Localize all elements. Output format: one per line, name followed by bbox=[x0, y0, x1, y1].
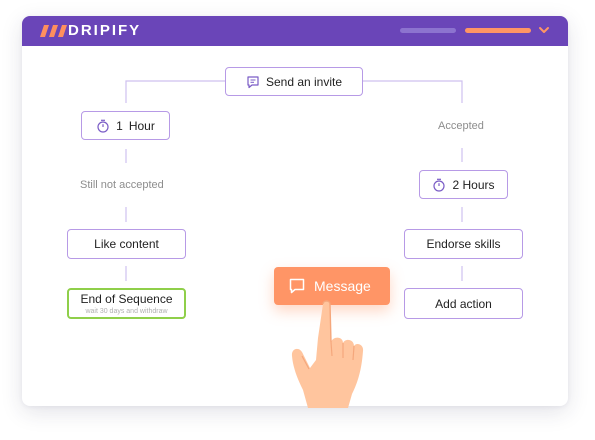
condition-label-not-accepted: Still not accepted bbox=[80, 179, 164, 191]
stopwatch-icon bbox=[97, 119, 109, 133]
header-placeholder-bar bbox=[400, 28, 456, 33]
top-bar: DRIPIFY bbox=[22, 16, 568, 46]
delay-value: 1 bbox=[116, 118, 123, 133]
endorse-skills-node[interactable]: Endorse skills bbox=[404, 229, 523, 259]
condition-label-accepted: Accepted bbox=[438, 120, 484, 132]
end-of-sequence-label: End of Sequence bbox=[80, 292, 173, 306]
delay-node-1-hour[interactable]: 1 Hour bbox=[81, 111, 170, 140]
header-progress-bar[interactable] bbox=[465, 28, 531, 33]
stopwatch-icon bbox=[433, 178, 446, 192]
pointing-hand-icon bbox=[291, 300, 364, 408]
end-of-sequence-node[interactable]: End of Sequence wait 30 days and withdra… bbox=[67, 288, 186, 319]
message-button-label: Message bbox=[314, 278, 371, 294]
message-icon bbox=[247, 75, 259, 88]
end-of-sequence-note: wait 30 days and withdraw bbox=[85, 308, 168, 315]
add-action-label: Add action bbox=[435, 296, 492, 311]
like-content-label: Like content bbox=[94, 237, 159, 251]
like-content-node[interactable]: Like content bbox=[67, 229, 186, 259]
brand-name: DRIPIFY bbox=[68, 22, 142, 39]
logo-mark-icon bbox=[40, 25, 67, 37]
message-button[interactable]: Message bbox=[274, 267, 390, 305]
send-invite-label: Send an invite bbox=[265, 74, 343, 89]
delay-label: 2 Hours bbox=[452, 177, 495, 192]
delay-node-2-hours[interactable]: 2 Hours bbox=[419, 170, 508, 199]
add-action-button[interactable]: Add action bbox=[404, 288, 523, 319]
endorse-skills-label: Endorse skills bbox=[426, 237, 501, 251]
send-invite-node[interactable]: Send an invite bbox=[225, 67, 363, 96]
delay-unit: Hour bbox=[128, 118, 155, 133]
chevron-down-icon[interactable] bbox=[538, 25, 550, 35]
message-icon bbox=[289, 278, 305, 294]
